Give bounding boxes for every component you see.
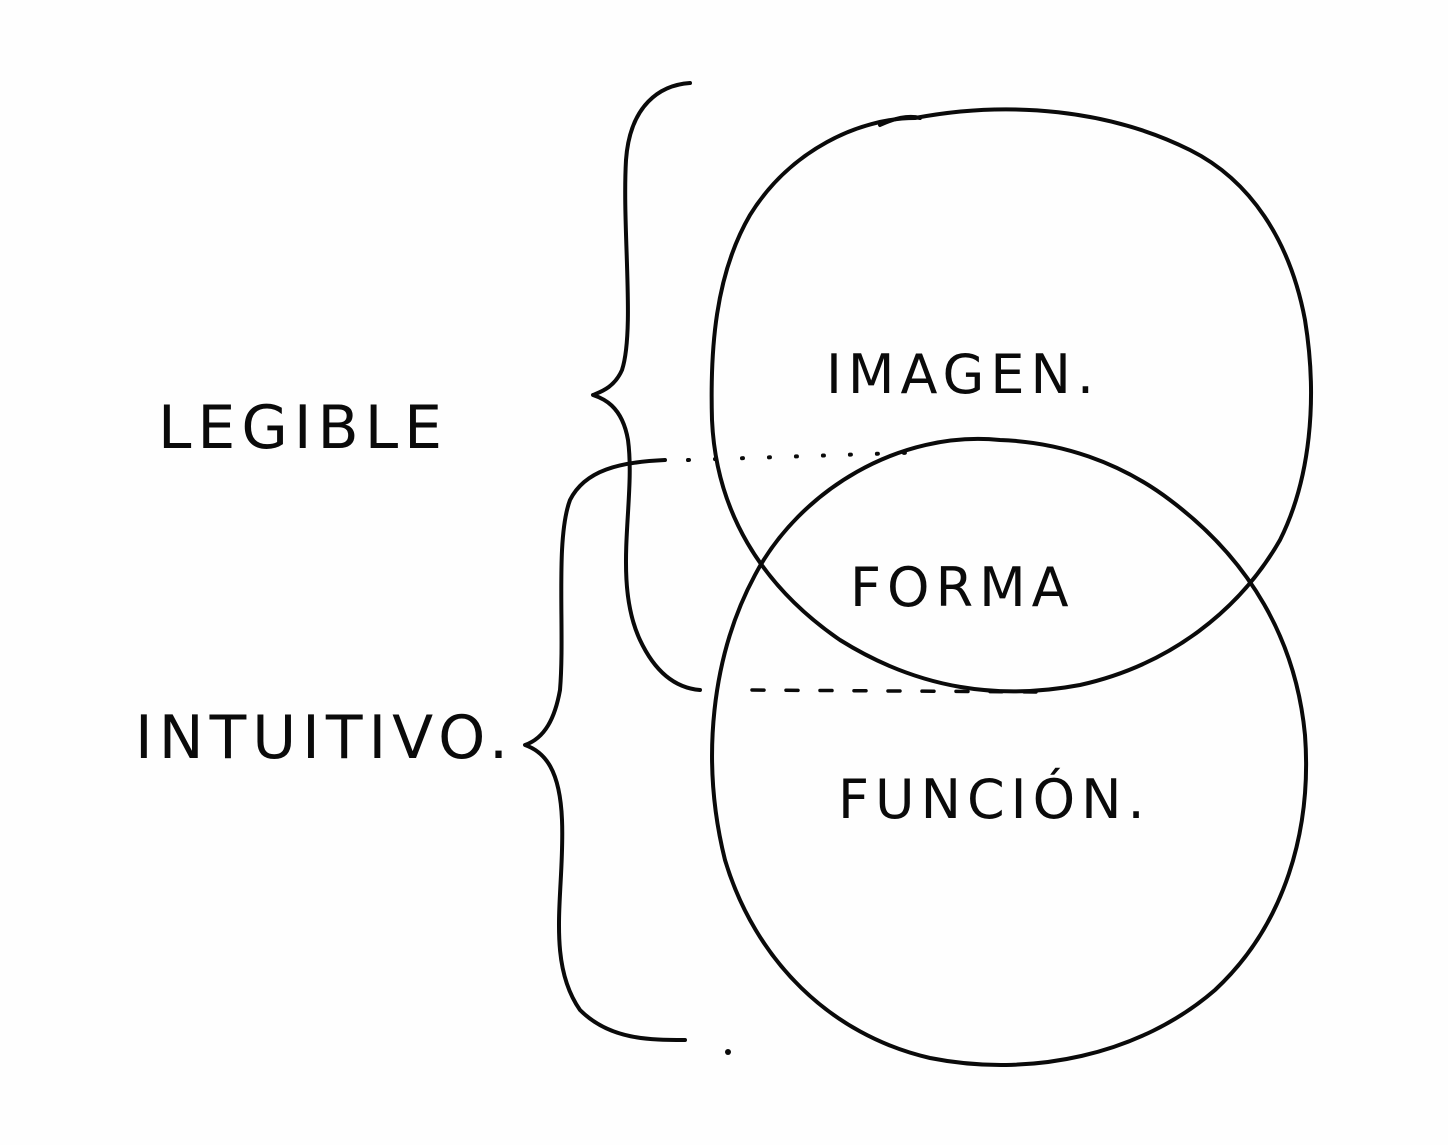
circle-imagen-tail xyxy=(878,114,922,127)
brace-intuitivo xyxy=(523,458,687,1042)
circle-funcion xyxy=(710,436,1309,1067)
label-legible: LEGIBLE xyxy=(158,393,448,463)
label-funcion: FUNCIÓN. xyxy=(838,768,1151,831)
label-imagen: IMAGEN. xyxy=(826,343,1100,406)
circle-imagen xyxy=(709,107,1314,694)
label-forma: FORMA xyxy=(850,556,1075,619)
ink-dot xyxy=(725,1049,731,1055)
brace-legible xyxy=(591,81,702,692)
label-intuitivo: INTUITIVO. xyxy=(135,703,514,773)
dashed-guide-bottom xyxy=(750,688,1042,694)
